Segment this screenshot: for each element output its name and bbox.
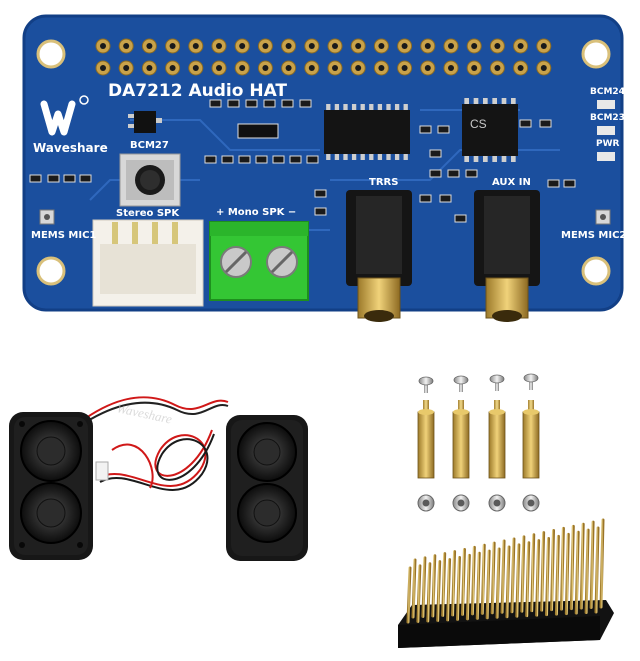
mems-mic2 (595, 209, 611, 225)
waveshare-logo-icon (40, 95, 89, 136)
stereo-spk-connector (92, 219, 204, 307)
stacking-pin-header (398, 518, 614, 648)
smd-resistor (237, 123, 279, 139)
stereo-spk-label: Stereo SPK (116, 208, 180, 219)
mounting-holes (36, 39, 611, 286)
board-title: DA7212 Audio HAT (108, 81, 287, 101)
mems-mic1 (39, 209, 55, 225)
bcm23-label: BCM23 (590, 113, 625, 123)
left-speaker (9, 412, 93, 560)
mems-mic1-label: MEMS MIC1 (31, 230, 96, 241)
brand-label: Waveshare (33, 141, 108, 155)
bcm24-label: BCM24 (590, 87, 625, 97)
smd-components (29, 99, 576, 223)
bcm27-push-button (119, 153, 181, 207)
small-ic (128, 111, 162, 133)
trrs-audio-jack (346, 190, 412, 322)
mono-spk-label: + Mono SPK − (216, 207, 296, 218)
codec-chip (324, 104, 410, 160)
mems-mic2-label: MEMS MIC2 (561, 230, 626, 241)
aux-in-audio-jack (474, 190, 540, 322)
cs-chip: CS (462, 98, 518, 162)
status-leds (597, 100, 615, 161)
aux-in-label: AUX IN (492, 177, 531, 188)
gpio-header-pads (95, 38, 552, 76)
watermark: Waveshare (115, 400, 173, 426)
bcm27-label: BCM27 (130, 140, 169, 151)
speaker-plug (95, 461, 109, 481)
mounting-hardware (417, 373, 540, 512)
speaker-wires (85, 396, 229, 491)
trrs-label: TRRS (369, 177, 398, 188)
audio-hat-board: Waveshare DA7212 Audio HAT BCM27 CS (22, 14, 626, 322)
mono-spk-terminal-block (209, 221, 309, 301)
chip-marking: CS (470, 117, 487, 131)
right-speaker (226, 415, 308, 561)
pwr-label: PWR (596, 139, 620, 149)
